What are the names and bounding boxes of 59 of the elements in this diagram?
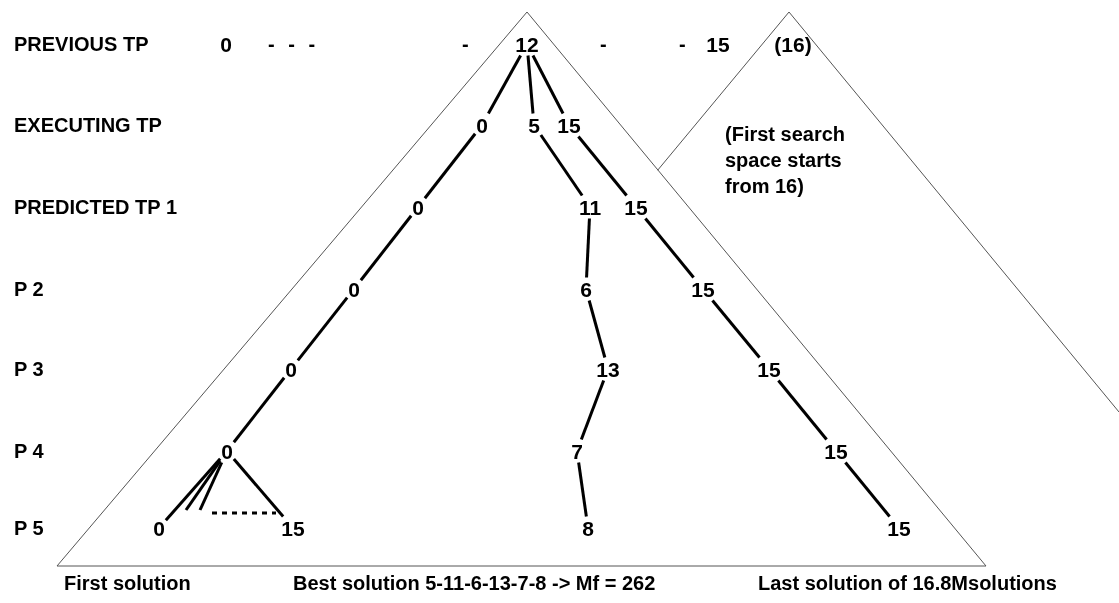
tree-branch [359,214,413,282]
tree-node-value: 15 [556,113,582,137]
row-label: P 4 [14,439,44,464]
tree-branch [711,299,761,359]
tree-node-value: 15 [623,195,649,219]
row-label: PREVIOUS TP [14,32,149,57]
tree-node-value: 15 [886,516,912,540]
tree-branch [526,55,535,114]
tree-node-value: 11 [577,195,603,219]
tree-branch [232,458,285,518]
tree-node-value: 15 [705,32,731,56]
tree-branch [164,457,222,522]
tree-node-value: 15 [756,357,782,381]
caption-text: First solution [64,571,191,596]
tree-branch [585,218,591,278]
caption-text: Last solution of 16.8Msolutions [758,571,1057,596]
caption-text: Best solution 5-11-6-13-7-8 -> Mf = 262 [293,571,656,596]
tree-branch [531,54,565,115]
row-label: P 3 [14,357,44,382]
tree-branch [587,300,607,358]
tree-node-value: 15 [690,277,716,301]
tree-branch [423,132,477,200]
tree-branch [487,54,522,115]
tree-branch [579,379,606,441]
row-label: PREDICTED TP 1 [14,195,177,220]
tree-branch [296,296,349,362]
tree-node-value: 12 [514,32,540,56]
dash-marks: - - - [268,32,316,57]
tree-node-value: 0 [475,113,489,137]
dash-mark: - [679,32,686,57]
tree-node-value: 15 [823,439,849,463]
tree-branch [198,461,224,511]
tree-node-value: 0 [220,439,234,463]
tree-branch [777,379,828,441]
tree-node-value: 6 [579,277,593,301]
row-label: EXECUTING TP [14,113,162,138]
tree-node-value: 8 [581,516,595,540]
tree-branch [232,376,286,444]
tree-branch [577,135,628,197]
tree-branch [577,462,588,517]
row-label: P 2 [14,277,44,302]
tree-node-value: 0 [284,357,298,381]
tree-node-value: 5 [527,113,541,137]
tree-node-value: 0 [411,195,425,219]
row-label: P 5 [14,516,44,541]
tree-node-value: 13 [595,357,621,381]
tree-node-value: 15 [280,516,306,540]
dash-mark: - [462,32,469,57]
tree-branch [184,460,222,511]
tree-node-value: 0 [152,516,166,540]
tree-branch [844,461,891,518]
note-text: (First search space starts from 16) [725,122,847,199]
tree-node-value: 7 [570,439,584,463]
tree-branch [644,217,695,279]
dash-mark: - [600,32,607,57]
tree-node-value: 0 [219,32,233,56]
tree-node-value: 0 [347,277,361,301]
tree-node-value: (16) [773,32,813,56]
tree-branch [539,134,584,197]
